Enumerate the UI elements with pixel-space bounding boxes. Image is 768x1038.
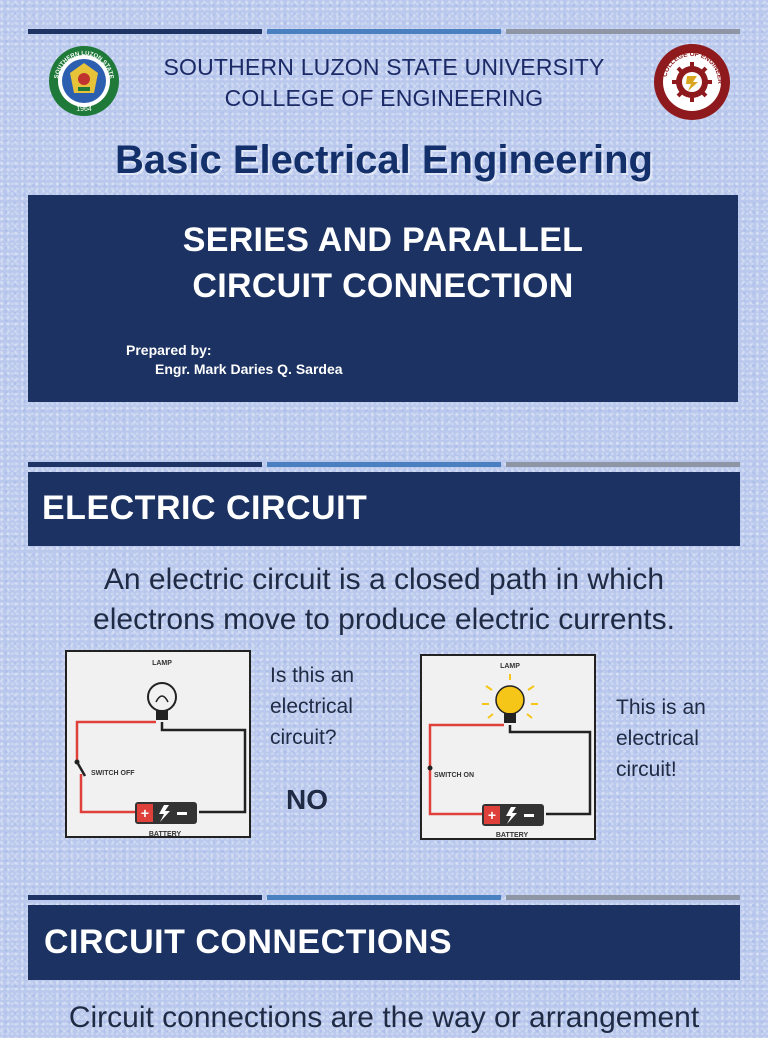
open-switch-icon: [75, 761, 87, 777]
circuit-diagram-switch-off: LAMP SWITCH OFF + BATTERY: [65, 650, 251, 838]
slide3-stripe-grey: [506, 895, 740, 900]
circuit-diagram-switch-on: LAMP SWITCH ON + BATTERY: [420, 654, 596, 840]
course-title: Basic Electrical Engineering: [115, 138, 653, 182]
bulb-off-icon: [147, 682, 177, 720]
lamp-label: LAMP: [500, 663, 520, 670]
electric-circuit-header: ELECTRIC CIRCUIT: [28, 472, 740, 546]
statement-text: This is an electrical circuit!: [616, 696, 706, 781]
title-banner: SERIES AND PARALLEL CIRCUIT CONNECTION P…: [28, 195, 738, 402]
section-heading: ELECTRIC CIRCUIT: [42, 489, 368, 527]
slide3-stripe-mid: [267, 895, 501, 900]
slide2-stripe-mid: [267, 462, 501, 467]
definition-line-2: electrons move to produce electric curre…: [93, 603, 675, 636]
svg-text:+: +: [141, 805, 149, 821]
question-text: Is this an electrical circuit?: [270, 664, 355, 749]
answer-no: NO: [286, 784, 328, 815]
section-heading: CIRCUIT CONNECTIONS: [44, 923, 453, 961]
college-engineering-logo: COLLEGE OF ENGINEERING: [650, 38, 730, 120]
header-stripe-mid: [267, 29, 501, 34]
author-name: Engr. Mark Daries Q. Sardea: [155, 361, 343, 377]
slide3-stripe-dark: [28, 895, 262, 900]
slsu-seal-logo: SOUTHERN LUZON STATE UNIVERSITY 1964: [46, 41, 120, 117]
header-stripe-grey: [506, 29, 740, 34]
header-stripe-dark: [28, 29, 262, 34]
connections-intro-text: Circuit connections are the way or arran…: [68, 1001, 700, 1034]
slide2-stripe-dark: [28, 462, 262, 467]
battery-icon: +: [482, 804, 544, 826]
bulb-on-icon: [482, 674, 538, 723]
title-line-2: CIRCUIT CONNECTION: [192, 267, 574, 305]
battery-icon: +: [135, 802, 197, 824]
svg-text:1964: 1964: [76, 106, 92, 113]
prepared-by-label: Prepared by:: [126, 342, 212, 358]
title-line-1: SERIES AND PARALLEL: [182, 221, 584, 259]
closed-switch-icon: [427, 765, 433, 771]
svg-text:+: +: [488, 807, 496, 823]
college-name: COLLEGE OF ENGINEERING: [224, 85, 544, 111]
slide2-stripe-grey: [506, 462, 740, 467]
switch-label: SWITCH ON: [434, 772, 474, 779]
university-name: SOUTHERN LUZON STATE UNIVERSITY: [163, 54, 605, 80]
battery-label: BATTERY: [149, 831, 182, 838]
definition-line-1: An electric circuit is a closed path in …: [103, 563, 665, 596]
circuit-connections-header: CIRCUIT CONNECTIONS: [28, 905, 740, 980]
lamp-label: LAMP: [152, 660, 172, 667]
battery-label: BATTERY: [496, 832, 529, 839]
switch-label: SWITCH OFF: [91, 770, 135, 777]
